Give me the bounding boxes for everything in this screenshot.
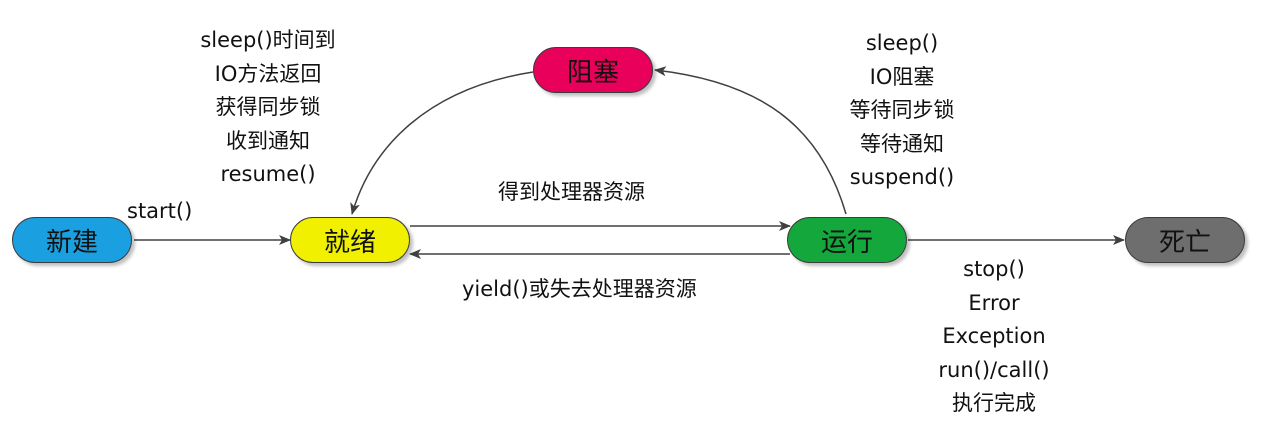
state-blocked: 阻塞: [533, 47, 653, 93]
label-lose-cpu: yield()或失去处理器资源: [462, 277, 697, 301]
state-new: 新建: [12, 217, 132, 263]
edge-blocked-to-ready: [350, 71, 534, 215]
label-block-to-ready-line: 获得同步锁: [215, 95, 321, 119]
label-run-to-dead-line: 执行完成: [952, 391, 1036, 415]
state-dead: 死亡: [1125, 217, 1245, 263]
state-ready: 就绪: [290, 217, 410, 263]
label-run-to-block: sleep() IO阻塞 等待同步锁 等待通知 suspend(): [802, 27, 1002, 195]
label-run-to-block-line: 等待同步锁: [849, 98, 955, 122]
label-run-to-block-line: suspend(): [849, 165, 955, 189]
label-block-to-ready: sleep()时间到 IO方法返回 获得同步锁 收到通知 resume(): [168, 24, 368, 192]
label-block-to-ready-line: resume(): [220, 162, 316, 186]
label-run-to-block-line: IO阻塞: [869, 64, 935, 89]
label-block-to-ready-line: sleep()时间到: [200, 28, 336, 52]
label-block-to-ready-line: IO方法返回: [214, 61, 322, 86]
label-start: start(): [127, 199, 193, 223]
label-run-to-dead-line: stop(): [963, 257, 1025, 281]
edge-running-to-blocked: [654, 66, 847, 215]
label-run-to-dead-line: Error: [968, 290, 1020, 315]
state-running: 运行: [787, 217, 907, 263]
label-run-to-dead-line: Exception: [942, 324, 1046, 348]
label-run-to-dead-line: run()/call(): [938, 357, 1050, 382]
label-run-to-dead: stop() Error Exception run()/call() 执行完成: [894, 253, 1094, 421]
label-get-cpu: 得到处理器资源: [498, 180, 645, 204]
label-block-to-ready-line: 收到通知: [226, 128, 310, 153]
label-run-to-block-line: sleep(): [865, 31, 939, 55]
label-run-to-block-line: 等待通知: [860, 131, 944, 156]
